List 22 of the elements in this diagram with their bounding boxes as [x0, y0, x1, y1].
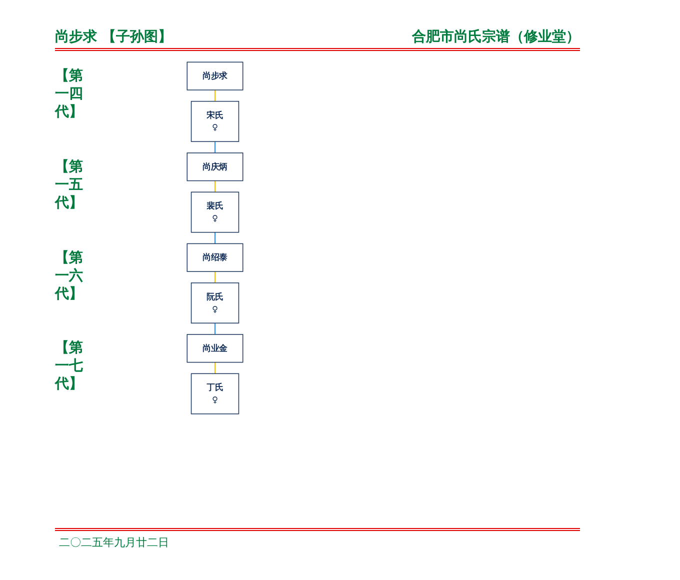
connector: [214, 180, 216, 192]
connector: [214, 90, 216, 102]
node-box: 裴氏 ♀: [190, 192, 240, 233]
connector: [214, 323, 216, 334]
generation-label: 【第一六代】: [55, 248, 83, 303]
header-title: 尚步求 【子孙图】: [55, 28, 172, 46]
connector: [214, 272, 216, 283]
node-box: 阮氏 ♀: [190, 282, 240, 324]
node-box: 尚庆炳: [186, 152, 244, 182]
generation-label: 【第一五代】: [55, 158, 83, 212]
node-box: 尚步求: [186, 62, 244, 90]
generation-label: 【第一七代】: [55, 339, 83, 394]
node-box: 宋氏 ♀: [190, 100, 240, 142]
header-subtitle: 合肥市尚氏宗谱（修业堂）: [412, 28, 580, 46]
connector: [214, 142, 216, 153]
generation-label: 【第一四代】: [55, 67, 83, 122]
node-box: 尚业金: [186, 334, 244, 363]
footer-date: 二〇二五年九月廿二日: [59, 535, 169, 550]
connector: [214, 362, 216, 374]
node-box: 丁氏 ♀: [190, 373, 240, 414]
connector: [214, 232, 216, 244]
node-box: 尚绍泰: [186, 243, 244, 272]
